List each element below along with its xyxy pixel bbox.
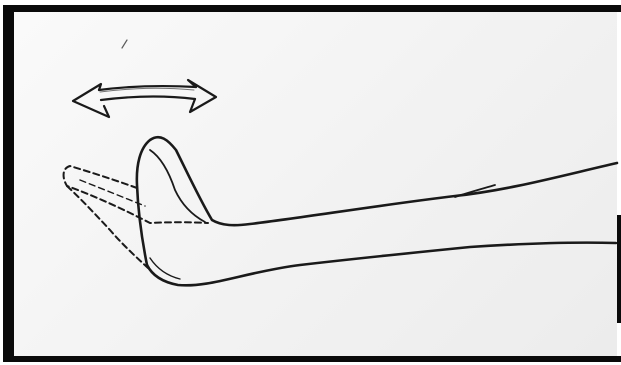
pencil-mark xyxy=(122,40,127,48)
double-headed-arrow-icon xyxy=(73,80,216,117)
leg-outline xyxy=(137,137,617,285)
